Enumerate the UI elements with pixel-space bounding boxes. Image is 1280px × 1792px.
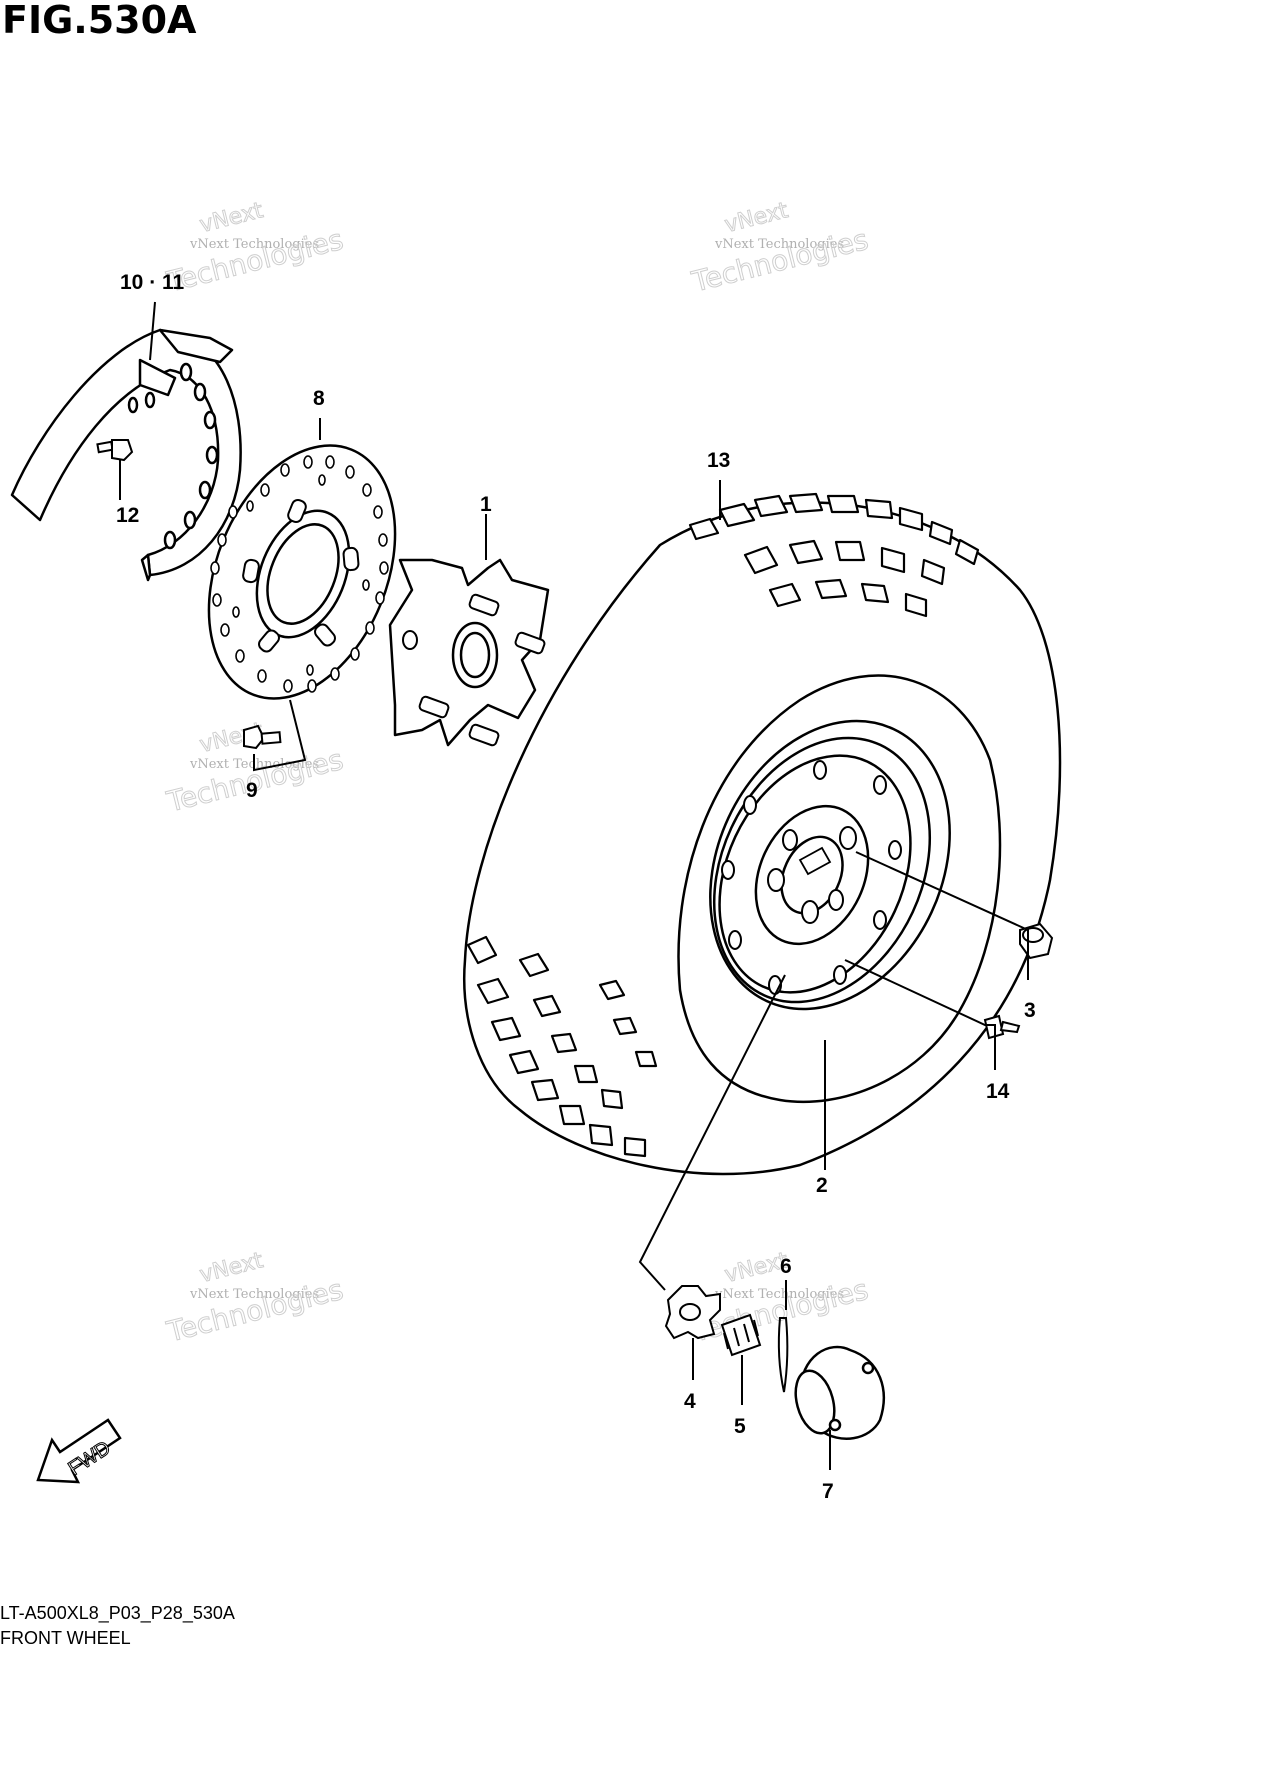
callout-8: 8 [313, 387, 325, 410]
leader-9 [253, 699, 307, 772]
callout-10-11: 10 · 11 [120, 271, 185, 294]
callout-13: 13 [707, 449, 730, 472]
figure-title: FIG.530A [2, 0, 197, 42]
leader-rim-washer [638, 974, 786, 1291]
leader-3 [855, 851, 1029, 980]
svg-text:vNext Technologies: vNext Technologies [189, 237, 319, 252]
callout-3: 3 [1024, 999, 1036, 1022]
svg-text:vNext: vNext [197, 198, 266, 238]
castle-nut [720, 1313, 762, 1357]
brake-disc [207, 444, 397, 700]
callout-2: 2 [816, 1174, 828, 1197]
cover-bolt [96, 439, 134, 462]
disc-bolt [243, 724, 282, 750]
callout-9: 9 [246, 779, 258, 802]
leader-10-11 [149, 301, 156, 361]
callout-5: 5 [734, 1415, 746, 1438]
callout-6: 6 [780, 1255, 792, 1278]
hub-cap [794, 1345, 885, 1440]
callout-4: 4 [684, 1390, 696, 1413]
svg-text:Technologies: Technologies [688, 223, 871, 299]
figure-name: FRONT WHEEL [0, 1628, 131, 1648]
svg-text:vNext Technologies: vNext Technologies [189, 1287, 319, 1302]
brake-disc-cover [10, 328, 242, 582]
callout-14: 14 [986, 1080, 1010, 1103]
svg-text:vNext: vNext [197, 1248, 266, 1288]
watermark-top-right: vNext vNext Technologies Technologies [688, 198, 872, 300]
callout-7: 7 [822, 1480, 834, 1503]
cotter-pin [777, 1317, 789, 1393]
callouts: 10 · 11 12 8 1 13 9 3 14 2 6 4 5 7 [116, 271, 1036, 1503]
svg-text:vNext: vNext [722, 198, 791, 238]
svg-text:Technologies: Technologies [163, 223, 346, 299]
leader-14 [844, 959, 996, 1070]
forward-direction-arrow: FWD [36, 1418, 122, 1484]
callout-12: 12 [116, 504, 139, 527]
wheel-rim [709, 719, 951, 1011]
leader-lines [119, 301, 1029, 1470]
air-valve [983, 1014, 1021, 1040]
model-code: LT-A500XL8_P03_P28_530A [0, 1603, 235, 1623]
wheel-hub [388, 558, 550, 747]
hub-washer [664, 1285, 721, 1340]
watermark-bottom-left: vNext vNext Technologies Technologies [163, 1248, 347, 1350]
svg-text:vNext Technologies: vNext Technologies [714, 1287, 844, 1302]
svg-text:vNext Technologies: vNext Technologies [714, 237, 844, 252]
callout-1: 1 [480, 493, 492, 516]
svg-text:Technologies: Technologies [163, 1273, 346, 1349]
